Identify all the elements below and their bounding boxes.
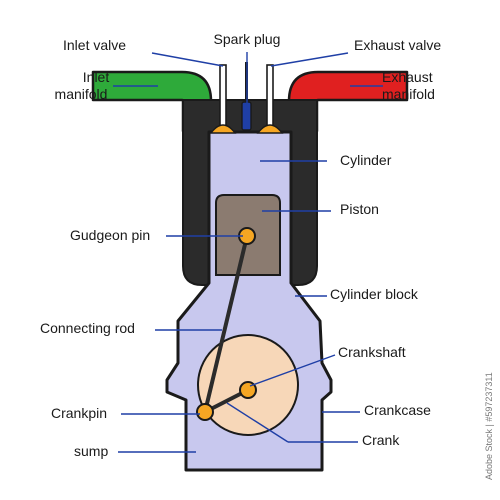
label-crank: Crank xyxy=(362,432,400,448)
watermark: Adobe Stock | #597237311 xyxy=(484,372,494,480)
connecting-rod xyxy=(203,234,249,414)
exhaust-valve xyxy=(266,64,274,128)
label-exhaust-manifold-1: Exhaust xyxy=(382,69,433,85)
label-spark-plug: Spark plug xyxy=(214,31,281,47)
label-exhaust-manifold-2: manifold xyxy=(382,86,435,102)
label-gudgeon-pin: Gudgeon pin xyxy=(70,227,150,243)
label-crankpin: Crankpin xyxy=(51,405,107,421)
label-inlet-manifold-2: manifold xyxy=(55,86,108,102)
label-crankcase: Crankcase xyxy=(364,402,431,418)
label-inlet-manifold-1: Inlet xyxy=(83,69,110,85)
label-cylinder: Cylinder xyxy=(340,152,392,168)
label-sump: sump xyxy=(74,443,108,459)
inlet-valve-head xyxy=(209,124,237,134)
label-cylinder-block: Cylinder block xyxy=(330,286,419,302)
leader-inlet-valve xyxy=(151,52,224,67)
leader-lines xyxy=(113,52,383,453)
exhaust-valve-head xyxy=(256,124,284,134)
label-piston: Piston xyxy=(340,201,379,217)
inlet-valve xyxy=(219,64,227,128)
label-connecting-rod: Connecting rod xyxy=(40,320,135,336)
leader-crankshaft xyxy=(249,354,336,387)
label-crankshaft: Crankshaft xyxy=(338,344,406,360)
leader-exhaust-valve xyxy=(270,52,349,67)
leader-crank xyxy=(226,402,289,443)
label-inlet-valve: Inlet valve xyxy=(63,37,126,53)
label-exhaust-valve: Exhaust valve xyxy=(354,37,441,53)
crankpin xyxy=(196,403,214,421)
